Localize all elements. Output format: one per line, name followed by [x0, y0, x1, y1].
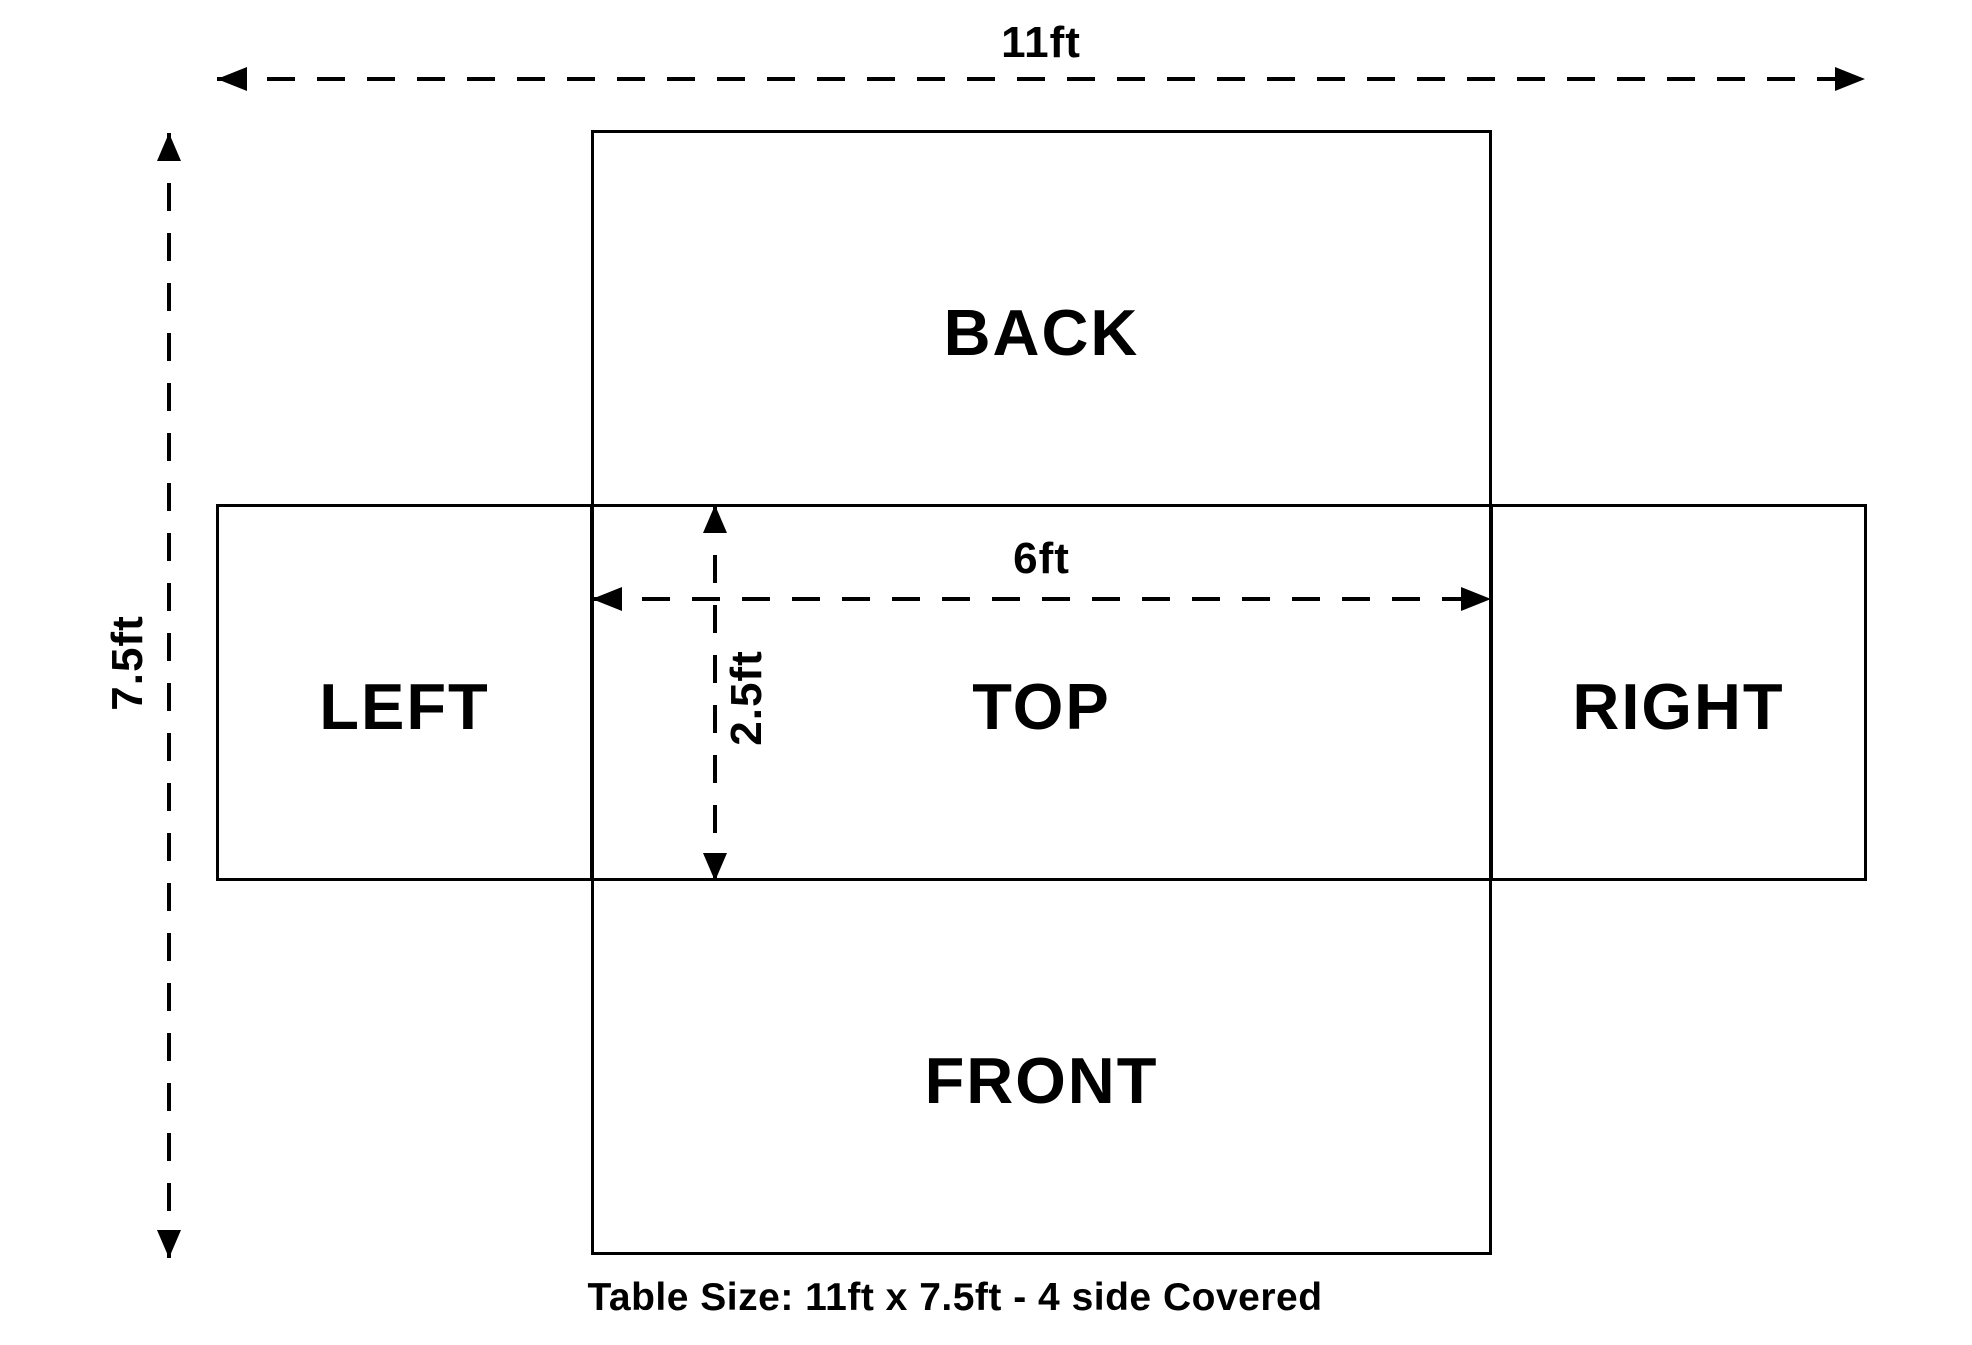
arrowhead-right-icon	[1835, 67, 1865, 91]
panel-front-label: FRONT	[924, 1044, 1159, 1117]
panel-right-label: RIGHT	[1572, 670, 1785, 743]
arrowhead-left-icon	[592, 587, 622, 611]
arrowhead-left-icon	[217, 67, 247, 91]
panel-left-label: LEFT	[319, 670, 490, 743]
total-width-dashed-line	[217, 77, 1865, 81]
total-height-dashed-line	[167, 133, 171, 1258]
total-width-label: 11ft	[1001, 18, 1081, 67]
diagram-caption: Table Size: 11ft x 7.5ft - 4 side Covere…	[587, 1276, 1323, 1319]
top-width-dashed-line	[592, 597, 1491, 601]
panel-left: LEFT	[216, 504, 593, 881]
arrowhead-up-icon	[157, 133, 181, 161]
panel-top-label: TOP	[972, 670, 1111, 743]
top-depth-dashed-line	[713, 505, 717, 881]
arrowhead-right-icon	[1461, 587, 1491, 611]
panel-back-label: BACK	[943, 296, 1140, 369]
arrowhead-up-icon	[703, 505, 727, 533]
top-depth-label: 2.5ft	[722, 650, 771, 746]
panel-back: BACK	[591, 130, 1492, 507]
arrowhead-down-icon	[703, 853, 727, 881]
total-height-label: 7.5ft	[103, 615, 152, 711]
panel-right: RIGHT	[1490, 504, 1867, 881]
top-width-label: 6ft	[1013, 534, 1070, 583]
arrowhead-down-icon	[157, 1230, 181, 1258]
panel-front: FRONT	[591, 878, 1492, 1255]
